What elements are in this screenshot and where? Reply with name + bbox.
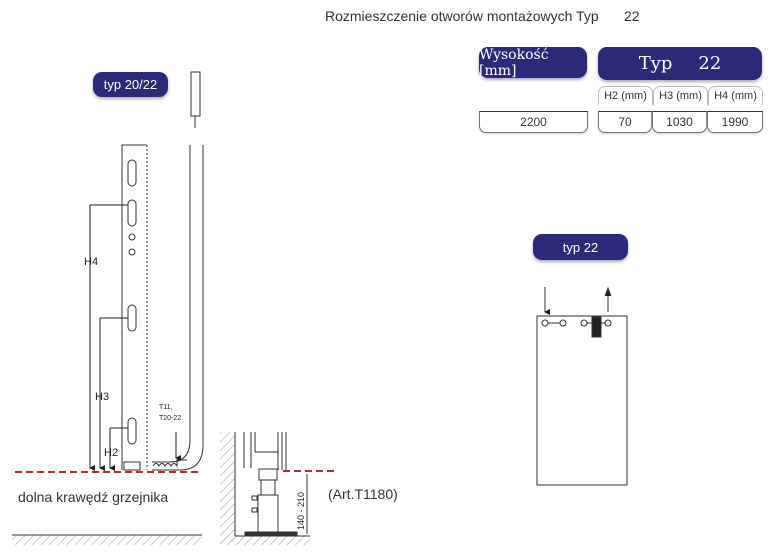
column-header-h3: H3 (mm) — [653, 86, 708, 105]
top-bracket-icon — [190, 71, 201, 128]
detail-dimension: 140 - 210 — [296, 492, 306, 530]
badge-typ-22: typ 22 — [533, 234, 628, 260]
cell-h2: 70 — [598, 111, 652, 133]
label-h3: H3 — [95, 391, 109, 403]
note-line1: T11, — [159, 404, 173, 411]
column-header-h2: H2 (mm) — [598, 86, 653, 105]
foot-detail — [220, 432, 310, 545]
page-title-type: 22 — [624, 8, 640, 24]
type-header-value: 22 — [698, 53, 722, 74]
article-label: (Art.T1180) — [328, 486, 398, 502]
bottom-edge-label: dolna krawędź grzejnika — [18, 489, 168, 505]
badge-typ-20-22: typ 20/22 — [93, 72, 168, 97]
type-header-label: Typ — [638, 53, 673, 74]
label-h2: H2 — [104, 447, 118, 459]
column-header-h4: H4 (mm) — [708, 86, 763, 105]
label-h4: H4 — [84, 256, 98, 268]
radiator-side-profile — [152, 145, 204, 471]
bottom-bracket-icon — [152, 459, 187, 468]
radiator-front-view — [121, 144, 148, 471]
note-line2: T20-22 — [159, 415, 181, 422]
cell-height: 2200 — [479, 111, 588, 133]
floor-hatch — [12, 535, 202, 545]
dimension-lines — [89, 204, 128, 471]
radiator-typ22-view — [536, 286, 628, 486]
cell-h4: 1990 — [707, 111, 763, 133]
height-header: Wysokość [mm] — [479, 47, 587, 79]
page-title: Rozmieszczenie otworów montażowych Typ — [325, 8, 599, 24]
cell-h3: 1030 — [652, 111, 707, 133]
type-header: Typ 22 — [598, 47, 762, 80]
